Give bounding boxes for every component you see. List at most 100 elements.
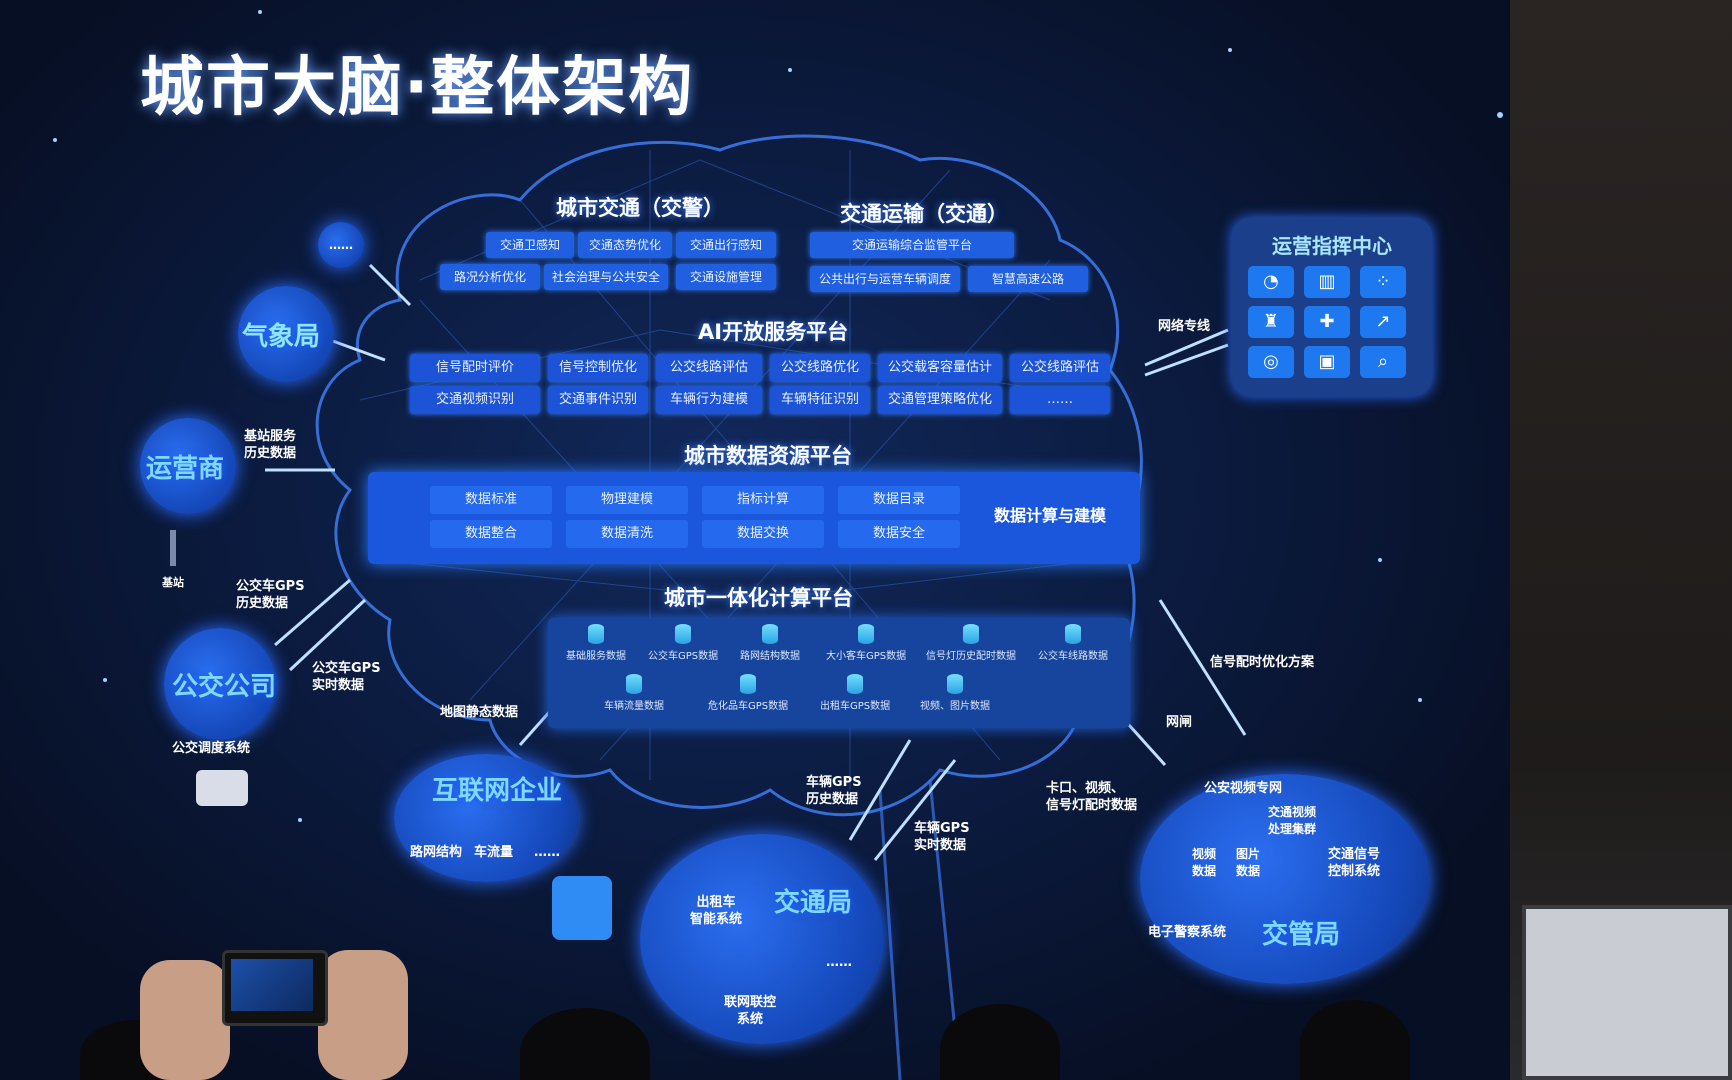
police-chip: 交通设施管理	[676, 264, 776, 290]
network-line-note: 网络专线	[1158, 319, 1211, 334]
transport-chip: 智慧高速公路	[968, 266, 1088, 292]
presentation-slide: 城市大脑·整体架构 城市交通（交警） 交通运输（交通） 交通卫感知 交通态势优化…	[0, 0, 1510, 1080]
ai-chip: 交通管理策略优化	[878, 386, 1002, 414]
data-cell: 数据清洗	[566, 520, 688, 548]
audience-hand	[318, 950, 408, 1080]
traffic-police-bureau-label: 交管局	[1262, 920, 1341, 950]
database-icon	[675, 624, 692, 644]
ai-chip: 交通事件识别	[548, 386, 648, 414]
database: 大小客车GPS数据	[826, 624, 906, 662]
room-wall	[1510, 0, 1732, 1080]
data-cell: 数据目录	[838, 486, 960, 514]
ai-chip: 车辆特征识别	[770, 386, 870, 414]
traffic-flow-note: 车流量	[474, 845, 514, 860]
data-platform-bar: 数据标准 物理建模 指标计算 数据目录 数据整合 数据清洗 数据交换 数据安全 …	[368, 472, 1140, 564]
data-cell: 指标计算	[702, 486, 824, 514]
data-cell: 数据安全	[838, 520, 960, 548]
e-police-note: 电子警察系统	[1148, 925, 1227, 940]
vehicle-gps-rt-note: 车辆GPS 实时数据	[914, 821, 970, 853]
scatter-icon: ⁘	[1360, 266, 1406, 298]
audience-head	[940, 1004, 1060, 1080]
ai-chip: ……	[1010, 386, 1110, 414]
database: 路网结构数据	[740, 624, 800, 662]
puzzle-icon: ✚	[1304, 306, 1350, 338]
image-data-note: 图片 数据	[1236, 847, 1261, 878]
slide-title: 城市大脑·整体架构	[140, 51, 695, 125]
compass-icon: ◎	[1248, 346, 1294, 378]
phone-screen	[231, 959, 313, 1011]
police-video-net-note: 公安视频专网	[1204, 781, 1283, 796]
vehicle-gps-hist-note: 车辆GPS 历史数据	[806, 775, 862, 807]
video-cluster-note: 交通视频 处理集群	[1268, 805, 1317, 836]
transport-chip: 交通运输综合监管平台	[810, 232, 1014, 258]
database-icon	[1065, 624, 1081, 644]
police-chip: 交通卫感知	[486, 232, 574, 258]
camera-icon: ▣	[1304, 346, 1350, 378]
joint-control-note: 联网联控 系统	[724, 995, 777, 1027]
carrier-bubble: 运营商	[140, 418, 236, 514]
police-chip: 社会治理与公共安全	[544, 264, 668, 290]
database-icon	[963, 624, 979, 644]
database-icon	[847, 674, 864, 694]
compute-platform-label: 城市一体化计算平台	[664, 586, 853, 610]
bus-icon	[196, 770, 248, 806]
signal-plan-note: 信号配时优化方案	[1210, 655, 1315, 670]
checkpoint-data-note: 卡口、视频、 信号灯配时数据	[1046, 781, 1138, 813]
signal-control-note: 交通信号 控制系统	[1328, 847, 1381, 879]
ai-platform-label: AI开放服务平台	[698, 320, 849, 344]
database-icon	[626, 674, 642, 694]
audience-phone	[222, 950, 328, 1026]
audience-hand	[140, 960, 230, 1080]
database: 基础服务数据	[566, 624, 626, 662]
transport-chip: 公共出行与运营车辆调度	[810, 266, 960, 292]
transport-dots-note: ……	[826, 955, 852, 970]
database-icon	[947, 674, 963, 694]
taxi-system-note: 出租车 智能系统	[690, 895, 743, 927]
org-icon: ♜	[1248, 306, 1294, 338]
search-icon: ⌕	[1360, 346, 1406, 378]
ai-chip: 车辆行为建模	[656, 386, 762, 414]
internet-more-note: ……	[534, 845, 560, 860]
weather-bureau-label: 气象局	[242, 322, 321, 352]
carrier-label: 运营商	[146, 454, 225, 484]
database-icon	[588, 624, 604, 644]
navigation-app-icon	[552, 876, 612, 940]
data-platform-label: 城市数据资源平台	[684, 444, 852, 468]
ai-chip: 公交载客容量估计	[878, 354, 1002, 382]
bus-dispatch-note: 公交调度系统	[172, 741, 251, 756]
bus-gps-rt-note: 公交车GPS 实时数据	[312, 661, 381, 693]
ai-chip: 公交线路评估	[1010, 354, 1110, 382]
database: 信号灯历史配时数据	[926, 624, 1016, 662]
database: 公交车线路数据	[1038, 624, 1108, 662]
gateway-note: 网闸	[1166, 715, 1193, 730]
traffic-police-label: 城市交通（交警）	[556, 196, 724, 220]
database-icon	[740, 674, 757, 694]
map-static-note: 地图静态数据	[440, 705, 519, 720]
bus-company-label: 公交公司	[172, 672, 277, 702]
data-compute-label: 数据计算与建模	[993, 506, 1106, 525]
ai-chip: 公交线路优化	[770, 354, 870, 382]
data-cell: 数据标准	[430, 486, 552, 514]
video-data-note: 视频 数据	[1192, 847, 1217, 878]
bus-company-bubble: 公交公司	[164, 628, 276, 740]
database: 车辆流量数据	[604, 674, 664, 712]
base-station-note: 基站	[162, 576, 184, 589]
ops-center-title: 运营指挥中心	[1272, 234, 1392, 258]
audience-head	[1300, 1000, 1410, 1080]
database: 危化品车GPS数据	[708, 674, 788, 712]
traffic-police-bureau-bubble: 公安视频专网 交通视频 处理集群 视频 数据 图片 数据 交通信号 控制系统 电…	[1140, 774, 1430, 984]
weather-bureau-bubble: 气象局	[238, 286, 334, 382]
transport-bureau-label: 交通局	[774, 888, 853, 918]
bus-gps-hist-note: 公交车GPS 历史数据	[236, 579, 305, 611]
internet-company-label: 互联网企业	[432, 776, 563, 806]
database-icon	[762, 624, 778, 644]
ai-chip: 信号配时评价	[410, 354, 540, 382]
ops-center-panel: 运营指挥中心 ◔ ▥ ⁘ ♜ ✚ ↗ ◎ ▣ ⌕	[1232, 218, 1432, 396]
stage-monitor	[1522, 905, 1732, 1080]
pie-chart-icon: ◔	[1248, 266, 1294, 298]
data-cell: 数据交换	[702, 520, 824, 548]
police-chip: 交通态势优化	[578, 232, 672, 258]
internet-company-bubble: 互联网企业 路网结构 车流量 ……	[394, 754, 578, 882]
weather-dots-bubble: ……	[318, 222, 364, 268]
ai-chip: 交通视频识别	[410, 386, 540, 414]
